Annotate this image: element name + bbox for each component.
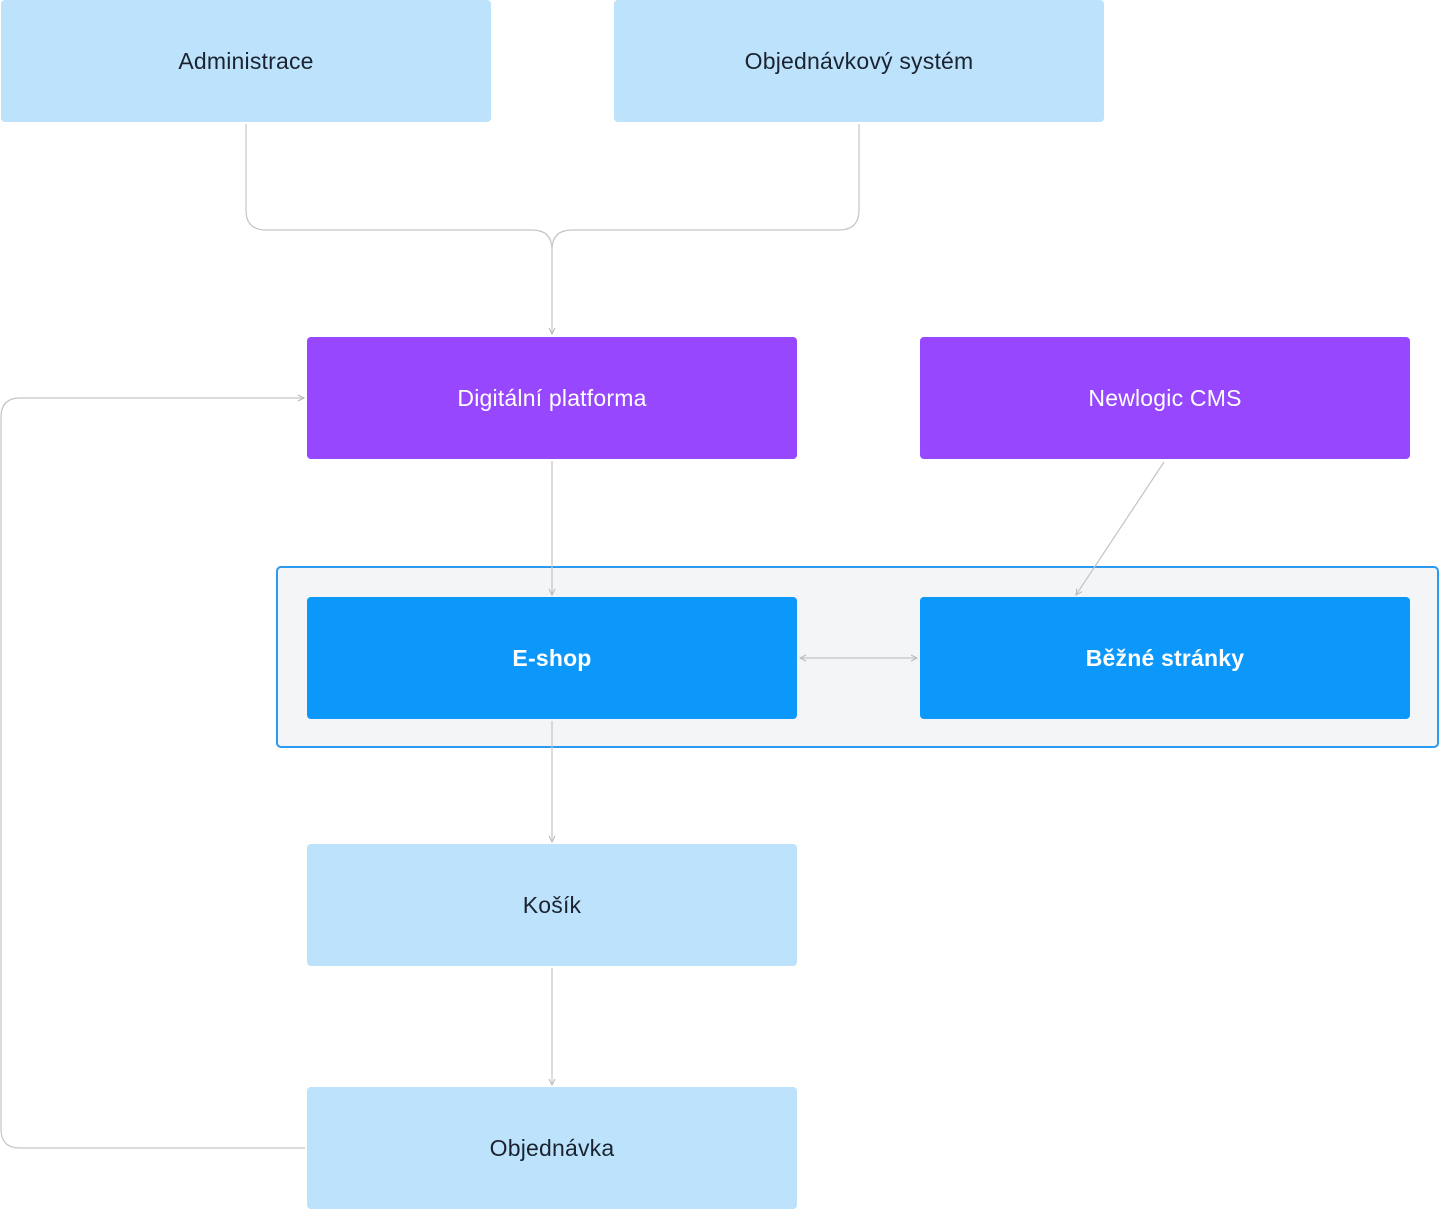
node-eshop-label: E-shop [512,644,592,671]
node-kosik[interactable]: Košík [307,844,797,966]
node-eshop[interactable]: E-shop [307,597,797,719]
edge-objednavkovy-to-platforma [551,124,860,251]
node-objednavkovy-system-label: Objednávkový systém [744,47,974,74]
node-objednavka[interactable]: Objednávka [307,1087,797,1209]
node-administrace-label: Administrace [178,47,314,74]
edge-administrace-to-platforma [245,124,556,336]
node-objednavka-label: Objednávka [489,1134,615,1161]
edge-cms-to-bezne [1075,461,1165,596]
node-newlogic-cms-label: Newlogic CMS [1088,384,1242,411]
node-administrace[interactable]: Administrace [1,0,491,122]
node-kosik-label: Košík [522,891,582,918]
node-bezne-stranky-label: Běžné stránky [1085,644,1245,671]
node-digitalni-platforma-label: Digitální platforma [457,384,647,411]
node-digitalni-platforma[interactable]: Digitální platforma [307,337,797,459]
node-bezne-stranky[interactable]: Běžné stránky [920,597,1410,719]
node-objednavkovy-system[interactable]: Objednávkový systém [614,0,1104,122]
node-newlogic-cms[interactable]: Newlogic CMS [920,337,1410,459]
edge-objednavka-to-platforma [0,394,306,1149]
